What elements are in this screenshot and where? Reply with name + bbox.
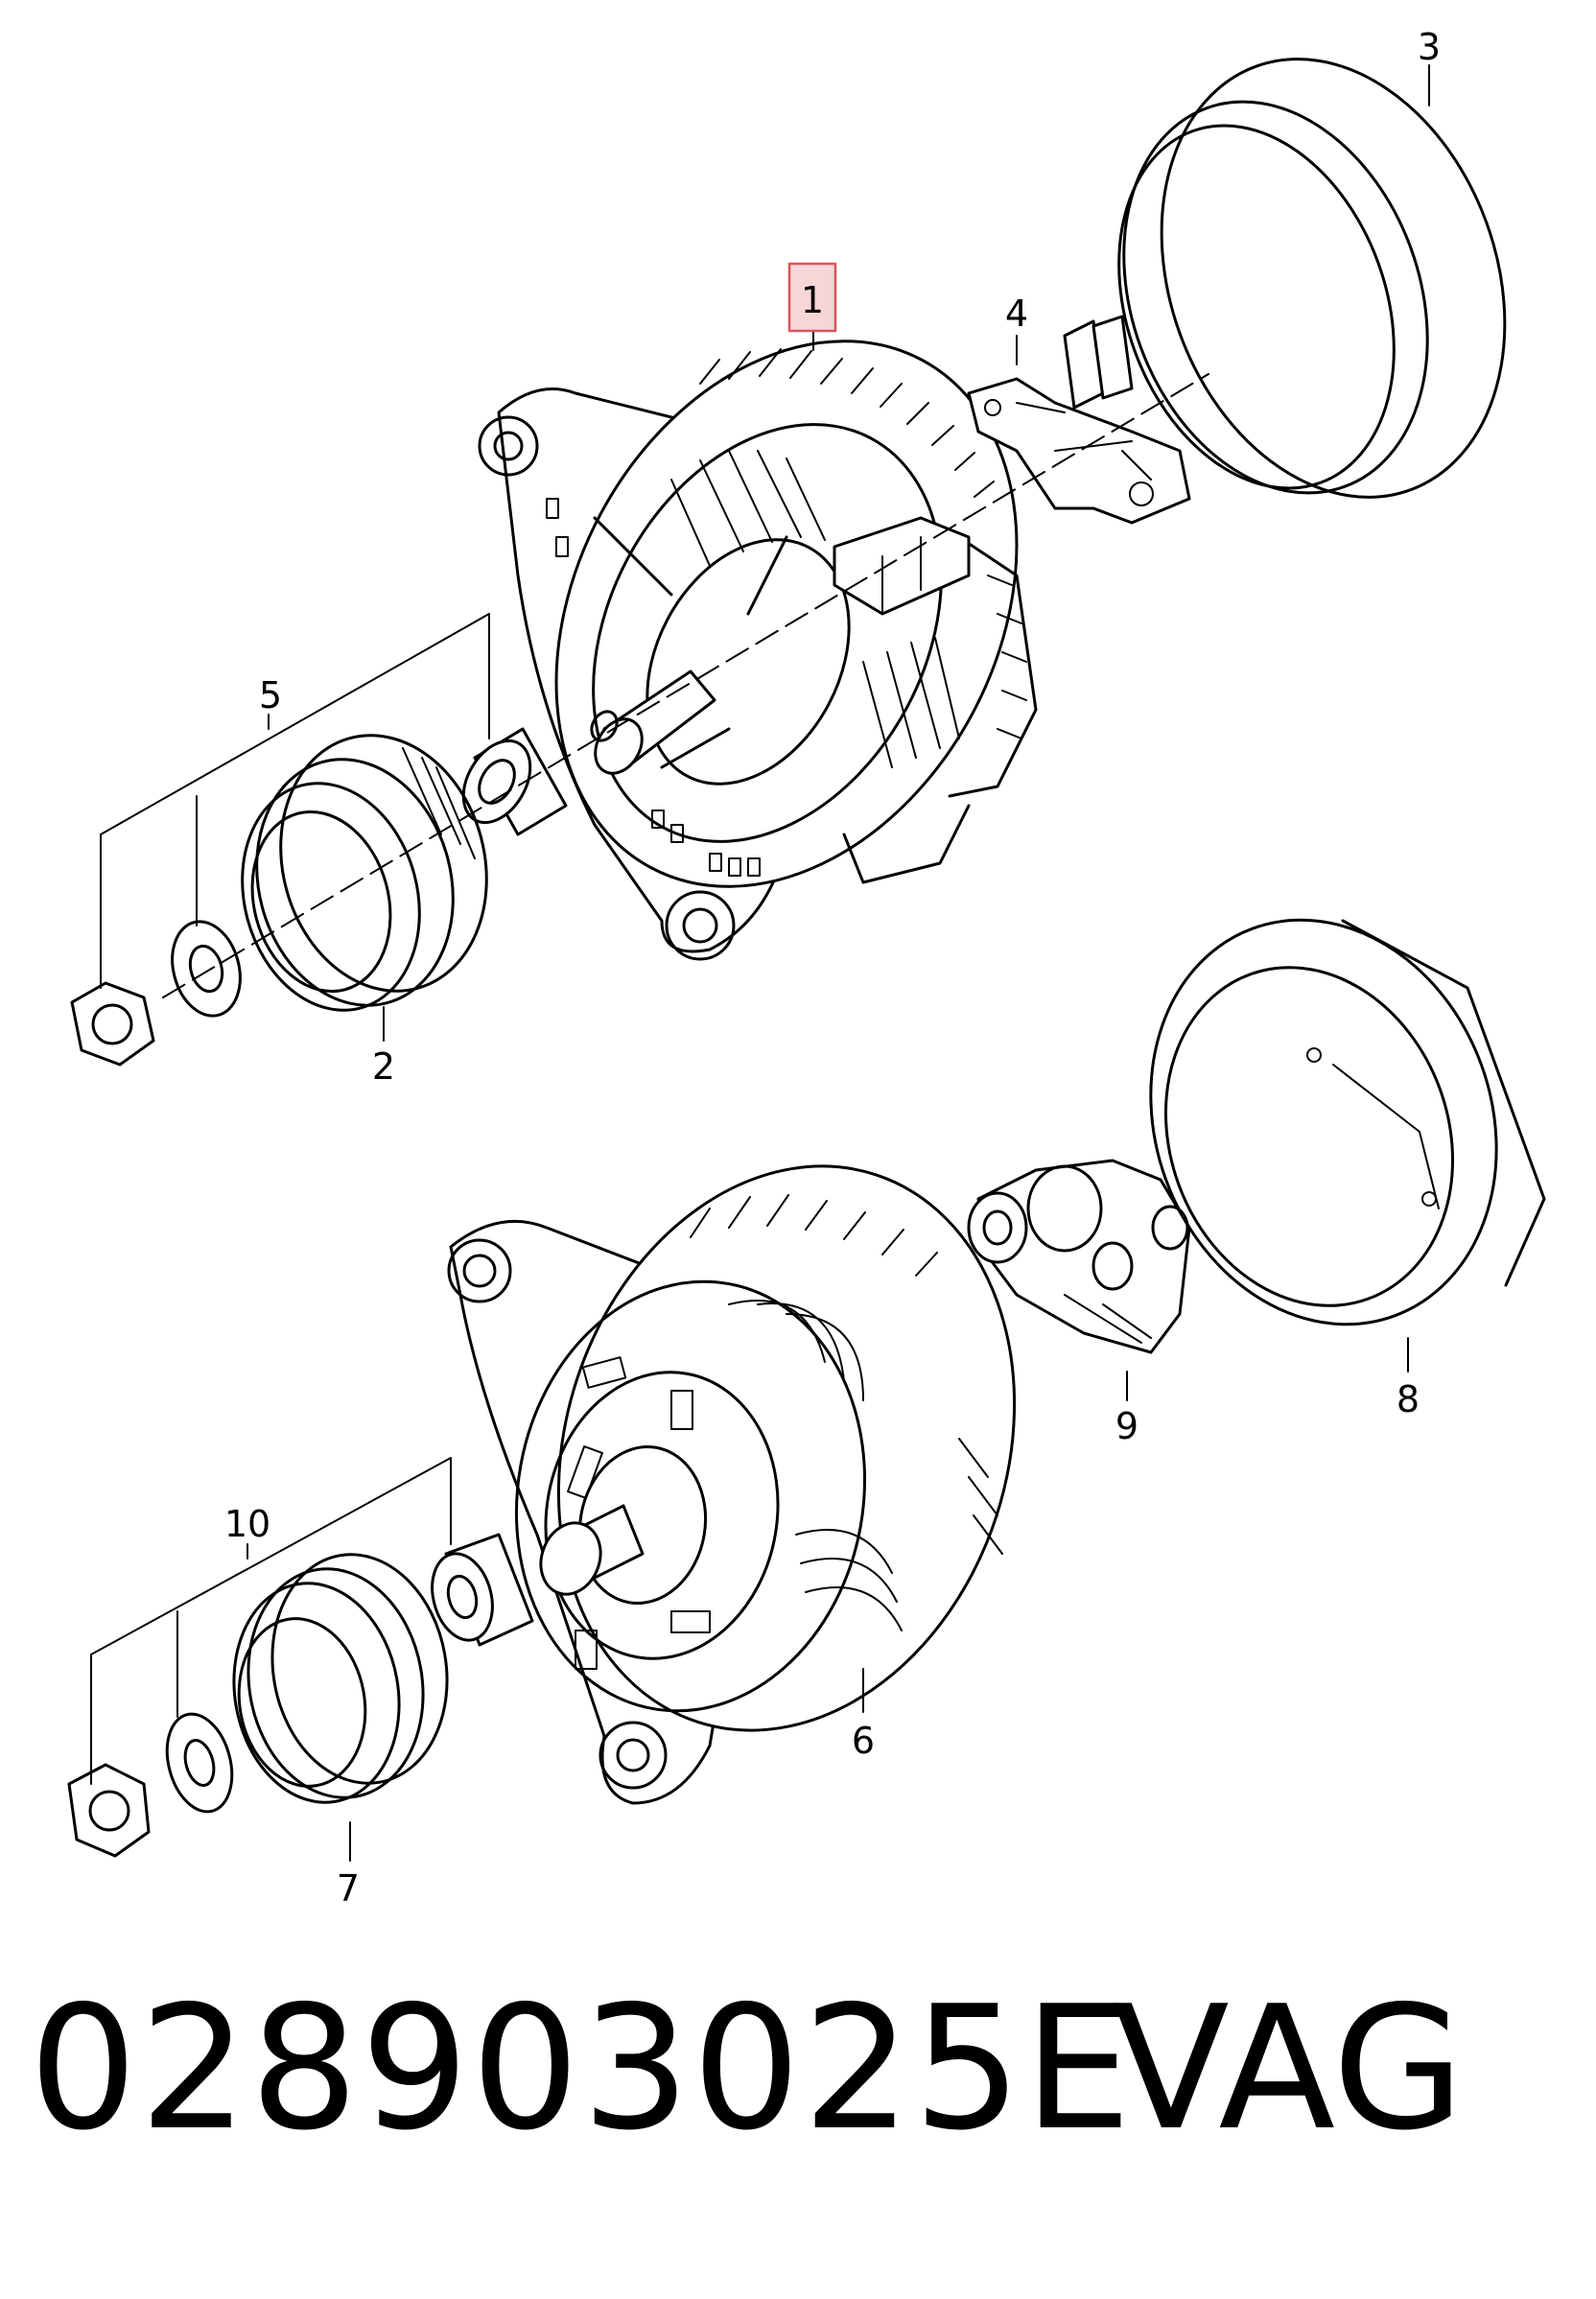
cover-lower <box>1149 918 1546 1326</box>
callout-8: 8 <box>1396 1378 1420 1420</box>
pulley-upper <box>241 734 488 1012</box>
callout-7: 7 <box>337 1867 360 1910</box>
callout-9: 9 <box>1115 1405 1138 1447</box>
nut-lower <box>67 1763 151 1858</box>
alternator-lower <box>447 1164 1017 1805</box>
callout-6: 6 <box>852 1720 875 1762</box>
callout-1: 1 <box>801 279 824 321</box>
nut-upper <box>70 981 155 1067</box>
cover-ring-upper <box>1117 58 1507 499</box>
spacer-sleeve-lower <box>431 1533 534 1647</box>
callout-3: 3 <box>1418 26 1441 68</box>
brand-name: VAG <box>1113 1969 1465 2168</box>
callout-5: 5 <box>259 674 282 716</box>
alternator-upper <box>478 340 1038 961</box>
spacer-sleeve-upper <box>461 727 568 836</box>
regulator-lower <box>967 1159 1191 1354</box>
leader-lines <box>90 64 1430 1862</box>
pulley-lower <box>232 1553 449 1804</box>
callout-2: 2 <box>372 1045 395 1088</box>
regulator-upper <box>967 315 1191 525</box>
callout-10: 10 <box>224 1503 270 1545</box>
callout-4: 4 <box>1005 293 1028 335</box>
part-number: 028903025E <box>29 1969 1134 2168</box>
washer-upper <box>171 920 242 1018</box>
callout-1-highlight <box>787 262 837 333</box>
washer-lower <box>165 1712 234 1814</box>
